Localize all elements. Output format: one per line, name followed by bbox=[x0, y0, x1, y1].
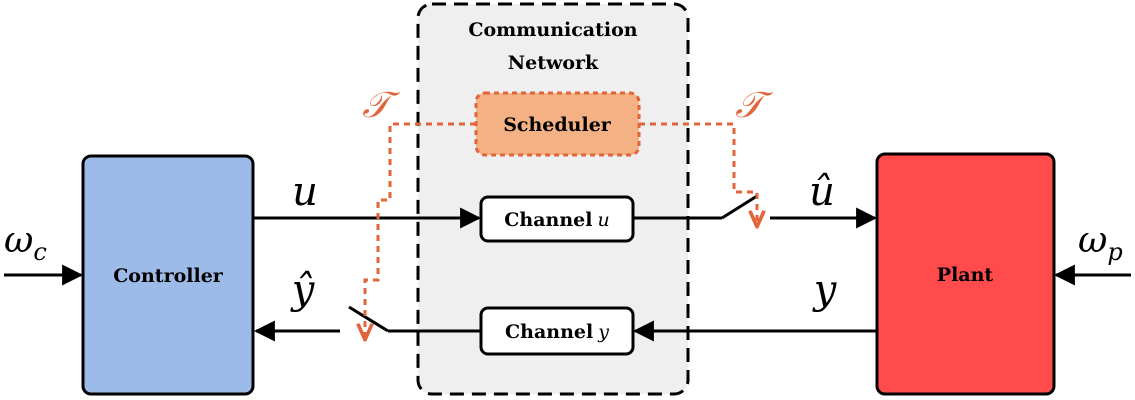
omega-c-label: ωc bbox=[4, 220, 47, 266]
switch-u bbox=[721, 194, 758, 220]
trigger-line-left bbox=[365, 122, 476, 338]
omega-p-label: ωp bbox=[1078, 220, 1123, 266]
signal-u-label: u bbox=[292, 169, 318, 215]
signal-u-hat-label: û bbox=[809, 169, 835, 215]
switch-y bbox=[348, 305, 389, 333]
signal-y-label: y bbox=[812, 267, 838, 313]
controller-label: Controller bbox=[113, 265, 224, 287]
trigger-label-left: 𝒯 bbox=[362, 85, 400, 126]
trigger-label-right: 𝒯 bbox=[735, 85, 773, 126]
signal-y-hat-label: ŷ bbox=[290, 267, 316, 313]
plant-label: Plant bbox=[937, 264, 994, 286]
network-title-line2: Network bbox=[508, 52, 599, 74]
network-title-line1: Communication bbox=[468, 19, 637, 41]
scheduler-label: Scheduler bbox=[503, 114, 612, 136]
